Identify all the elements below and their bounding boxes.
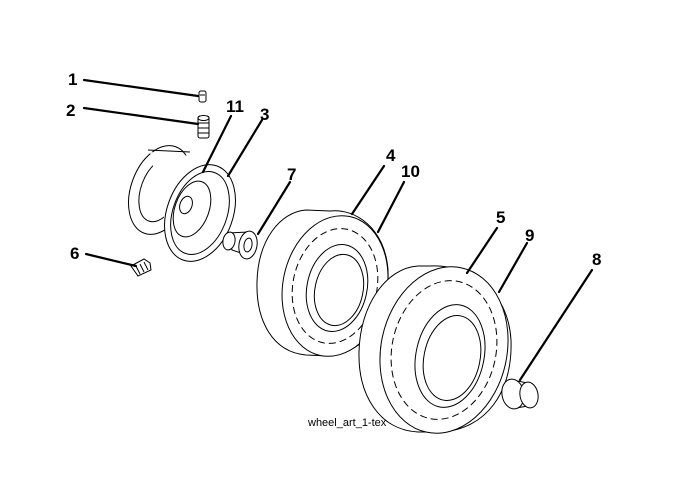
leader-line-1 (82, 78, 200, 98)
leader-line-11 (201, 114, 233, 174)
callout-11: 11 (226, 97, 244, 116)
callout-9: 9 (525, 226, 534, 245)
callout-4: 4 (386, 146, 396, 165)
callout-1: 1 (68, 70, 77, 89)
leader-line-10 (376, 180, 406, 234)
rear-tire-part (358, 265, 512, 434)
callouts: 1 2 3 4 5 6 7 8 9 10 11 (66, 70, 601, 269)
hub-cap-part (501, 378, 539, 410)
leader-line-5 (465, 226, 499, 275)
callout-8: 8 (592, 250, 601, 269)
callout-5: 5 (496, 208, 505, 227)
callout-3: 3 (260, 105, 269, 124)
front-tire-part (256, 209, 389, 357)
leader-line-9 (497, 241, 529, 294)
leader-line-4 (350, 164, 386, 216)
leader-line-3 (226, 118, 264, 178)
callout-2: 2 (66, 101, 75, 120)
leader-line-8 (518, 268, 594, 382)
callout-10: 10 (401, 162, 420, 181)
valve-stem-part (197, 115, 210, 139)
figure-caption: wheel_art_1-tex (307, 417, 387, 429)
bushing-part (222, 230, 258, 260)
leader-line-6 (84, 252, 138, 268)
callout-6: 6 (70, 244, 79, 263)
leader-lines (82, 78, 594, 382)
valve-cap-part (198, 90, 207, 103)
callout-7: 7 (287, 165, 296, 184)
bolt-part (130, 258, 152, 277)
wheel-rim-part (128, 145, 236, 262)
leader-line-2 (82, 106, 200, 126)
leader-line-7 (256, 180, 292, 236)
